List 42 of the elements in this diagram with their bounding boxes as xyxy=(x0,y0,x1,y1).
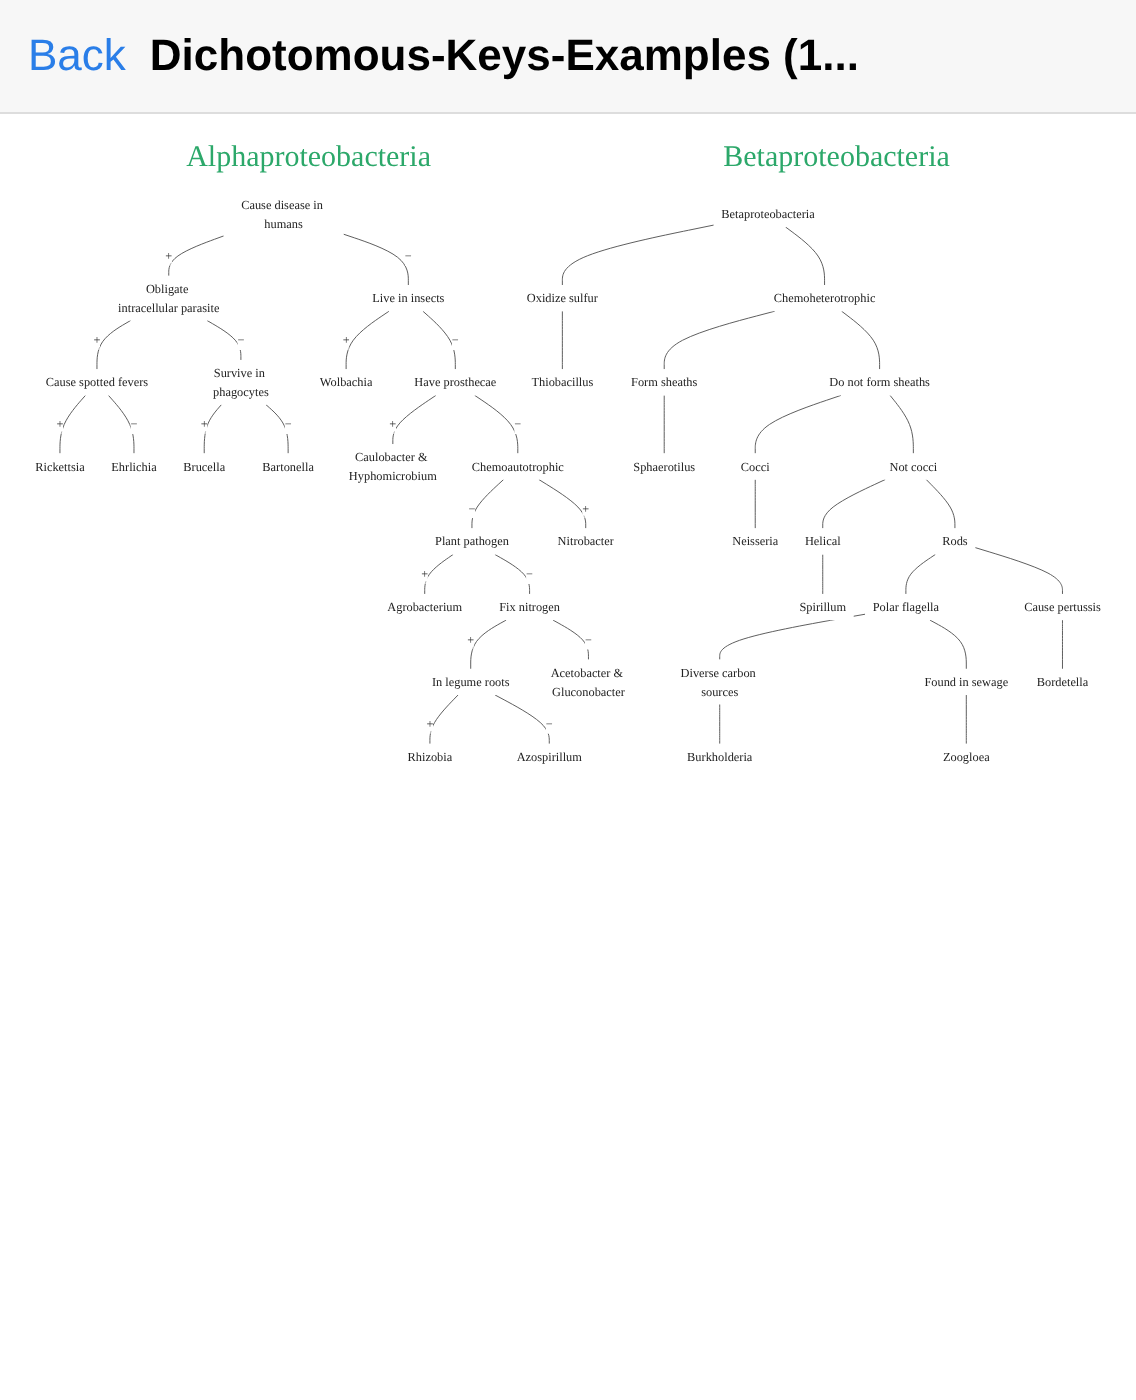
connector xyxy=(822,479,886,529)
connector xyxy=(663,394,665,454)
connector xyxy=(663,310,776,370)
connector xyxy=(889,394,914,454)
connector xyxy=(168,235,225,277)
connector xyxy=(494,554,531,595)
connector xyxy=(785,226,826,286)
connector xyxy=(265,404,289,454)
connector xyxy=(96,320,132,370)
connector xyxy=(108,394,135,454)
connector xyxy=(424,554,454,595)
section-heading: Alphaproteobacteria xyxy=(186,142,432,176)
connector xyxy=(719,703,721,745)
connector xyxy=(965,694,967,745)
connector xyxy=(203,404,222,454)
connector xyxy=(345,310,390,370)
document-title: Dichotomous-Keys-Examples (1... xyxy=(149,30,859,82)
connector xyxy=(206,320,242,361)
section-heading: Betaproteobacteria xyxy=(723,142,950,176)
connector xyxy=(474,394,519,454)
connector xyxy=(538,479,587,529)
connector xyxy=(343,233,409,286)
connector xyxy=(1062,619,1063,670)
connector xyxy=(925,479,956,529)
back-link: Back xyxy=(28,30,126,82)
connector xyxy=(561,224,715,286)
connector xyxy=(470,619,507,670)
connector xyxy=(822,554,824,595)
connector xyxy=(422,310,456,370)
connector xyxy=(754,394,842,454)
connector xyxy=(929,619,967,670)
connector xyxy=(561,310,563,370)
connector xyxy=(392,394,437,445)
connector xyxy=(552,619,589,661)
connector xyxy=(471,479,505,529)
connector xyxy=(59,394,86,454)
connector xyxy=(974,547,1063,595)
connector xyxy=(429,694,459,745)
connector xyxy=(494,694,550,745)
connector xyxy=(905,554,936,595)
connector xyxy=(841,310,881,370)
connector xyxy=(754,479,756,529)
